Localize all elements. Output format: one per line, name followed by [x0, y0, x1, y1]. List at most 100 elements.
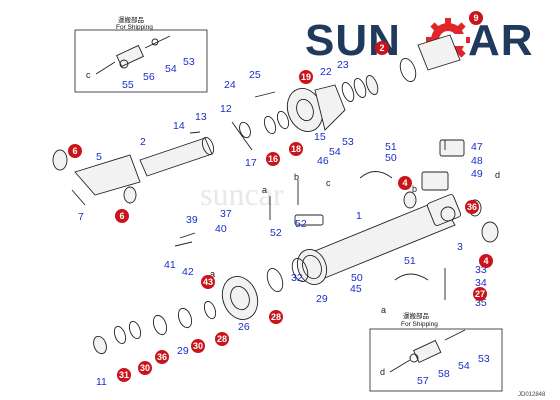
part-number-callout: 49 [471, 168, 483, 180]
part-number-callout: 54 [329, 146, 341, 158]
part-number-callout: 40 [215, 223, 227, 235]
red-callout-marker [473, 287, 487, 301]
part-number-callout: 22 [320, 66, 332, 78]
part-number-callout: 55 [122, 79, 134, 91]
red-callout-marker [115, 209, 129, 223]
red-part-number-callout: 4 [483, 256, 488, 266]
part-number-callout: 52 [270, 227, 282, 239]
letter-label: a [381, 305, 386, 315]
red-part-number-callout: 16 [268, 154, 278, 164]
for-shipping-box-top: 運搬部品 For Shipping c [74, 15, 208, 93]
suncar-logo: SUN AR [305, 16, 533, 65]
part-number-callout: 1 [356, 210, 362, 222]
letter-label: b [294, 172, 299, 182]
letter-label: b [412, 184, 417, 194]
part-number-callout: 2 [140, 136, 146, 148]
red-part-number-callout: 4 [402, 178, 407, 188]
part-number-callout: 52 [295, 218, 307, 230]
part-number-callout: 46 [317, 155, 329, 167]
red-part-number-callout: 30 [193, 341, 203, 351]
red-callout-marker [375, 41, 389, 55]
part-number-callout: 53 [183, 56, 195, 68]
letter-label: a [210, 269, 215, 279]
red-callout-marker [117, 368, 131, 382]
part-number-callout: 34 [475, 277, 487, 289]
red-callout-marker [266, 152, 280, 166]
part-number-callout: 3 [457, 241, 463, 253]
part-number-callout: 57 [417, 375, 429, 387]
red-callout-marker [215, 332, 229, 346]
red-callout-marker [138, 361, 152, 375]
letter-label: d [380, 367, 385, 377]
part-number-callout: 32 [291, 272, 303, 284]
part-number-callout: 24 [224, 79, 236, 91]
part-number-callout: 11 [96, 376, 107, 388]
part-number-callout: 35 [475, 297, 487, 309]
letter-label: d [495, 170, 500, 180]
part-number-callout: 23 [337, 59, 349, 71]
part-number-callout: 50 [385, 152, 397, 164]
bolts [71, 91, 446, 300]
red-callout-marker [398, 176, 412, 190]
red-callout-marker [465, 200, 479, 214]
red-part-number-callout: 9 [473, 13, 478, 23]
part-number-callout: 42 [182, 266, 194, 278]
red-callout-marker [479, 254, 493, 268]
watermark-text: suncar [200, 176, 284, 212]
part-number-callout: 51 [404, 255, 416, 267]
red-callout-marker [68, 144, 82, 158]
red-part-number-callout: 31 [119, 370, 129, 380]
seal-rings-upper [239, 34, 461, 139]
for-shipping-title-jp: 運搬部品 [118, 15, 144, 24]
part-number-callout: 48 [471, 155, 483, 167]
red-part-number-callout: 18 [291, 144, 301, 154]
part-number-callout: 37 [220, 208, 232, 220]
part-number-callout: 58 [438, 368, 450, 380]
red-part-number-callout: 6 [72, 146, 77, 156]
for-shipping-title-jp: 運搬部品 [403, 311, 429, 320]
for-shipping-title-en: For Shipping [116, 24, 153, 31]
part-number-callout: 45 [350, 283, 362, 295]
letter-label: c [326, 178, 331, 188]
letter-labels: a b c a b d a [210, 170, 500, 315]
red-part-number-callout: 28 [271, 312, 281, 322]
part-number-callout: 39 [186, 214, 198, 226]
part-number-callout: 15 [314, 131, 326, 143]
part-number-callout: 29 [316, 293, 328, 305]
red-part-number-callout: 27 [475, 289, 485, 299]
part-number-callout: 50 [351, 272, 363, 284]
red-callout-marker [469, 11, 483, 25]
part-number-callout: 53 [478, 353, 490, 365]
part-number-callout: 13 [195, 111, 207, 123]
part-number-callout: 56 [143, 71, 155, 83]
red-part-number-callout: 36 [157, 352, 167, 362]
piston-rod [139, 136, 215, 177]
part-number-callout: 54 [458, 360, 470, 372]
red-callout-marker [155, 350, 169, 364]
reference-code: JD012848 [518, 392, 546, 398]
red-part-number-callout: 2 [379, 43, 384, 53]
red-callout-marker [289, 142, 303, 156]
red-callout-marker [201, 275, 215, 289]
red-callout-marker [269, 310, 283, 324]
for-shipping-title-en: For Shipping [401, 321, 438, 328]
letter-label: c [86, 70, 91, 80]
part-number-callout: 26 [238, 321, 250, 333]
part-number-callout: 5 [96, 151, 102, 163]
rod-eye [52, 149, 141, 196]
piston-assembly [93, 258, 309, 355]
logo-text-left: SUN [305, 16, 401, 65]
red-callout-marker [191, 339, 205, 353]
part-number-callout: 17 [245, 157, 257, 169]
part-number-callout: 12 [220, 103, 232, 115]
red-part-number-callout: 19 [301, 72, 311, 82]
part-number-callout: 14 [173, 120, 185, 132]
red-part-number-callout: 43 [203, 277, 213, 287]
part-number-callout: 29 [177, 345, 189, 357]
cylinder-tube [296, 194, 462, 285]
part-number-callout: 25 [249, 69, 261, 81]
bushings [123, 139, 499, 281]
